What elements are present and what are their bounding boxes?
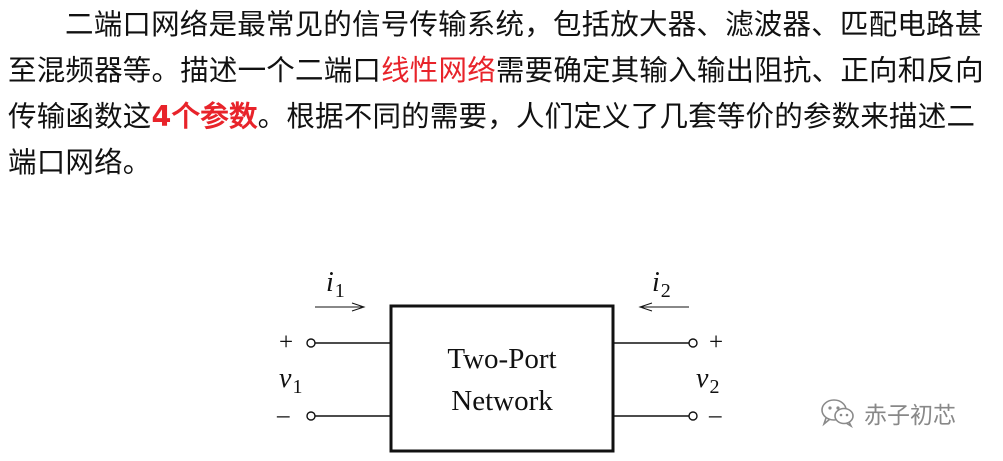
watermark: 赤子初芯 [820, 396, 956, 430]
highlight-linear-network: 线性网络 [381, 54, 496, 87]
box-label-line1: Two-Port [447, 343, 556, 375]
arrowhead-i2 [638, 302, 653, 312]
arrowhead-i1 [351, 302, 366, 312]
plus-left: + [279, 329, 293, 356]
paragraph-text-1: 二端口网络是最常见的信号传输系统，包括放大器、滤波器、匹配电路甚至混频器等。描述… [8, 8, 984, 87]
description-paragraph: 二端口网络是最常见的信号传输系统，包括放大器、滤波器、匹配电路甚至混频器等。描述… [8, 2, 1000, 186]
label-i1: i1 [326, 267, 345, 302]
minus-left: – [276, 402, 290, 429]
wechat-icon [821, 399, 854, 428]
paragraph-text-2: 需要确定其输入输出阻抗、正向和反向传输函数这 [8, 54, 984, 133]
terminal-right-top [688, 338, 698, 348]
label-i2: i2 [652, 267, 671, 302]
box-label-line2: Network [451, 385, 553, 417]
terminal-left-top [306, 338, 316, 348]
minus-right: – [708, 402, 722, 429]
highlight-four-parameters: 4个参数 [151, 100, 258, 133]
watermark-text: 赤子初芯 [864, 403, 956, 429]
terminal-right-bottom [688, 411, 698, 421]
plus-right: + [709, 329, 723, 356]
paragraph-text-3: 。根据不同的需要，人们定义了几套等价的参数来描述二端口网络。 [8, 100, 976, 179]
label-v1: v1 [279, 363, 302, 398]
label-v2: v2 [696, 363, 719, 398]
network-box [389, 304, 615, 453]
terminal-left-bottom [306, 411, 316, 421]
